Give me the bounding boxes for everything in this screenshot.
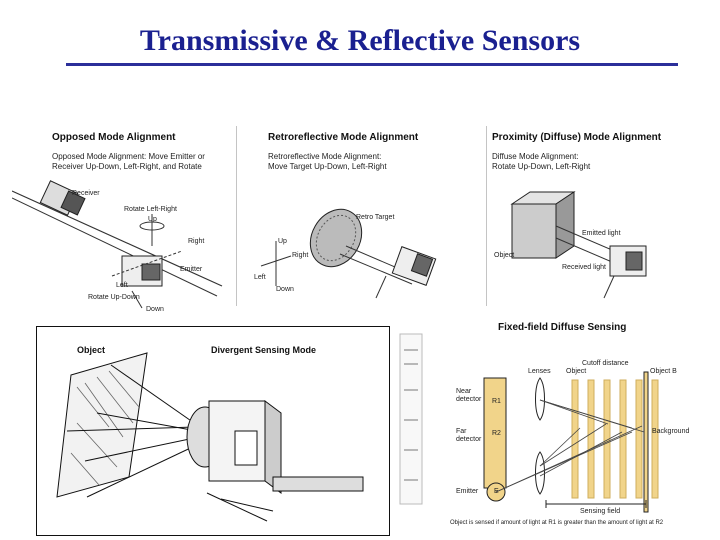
retroreflective-diagram — [236, 126, 437, 306]
fixed-emitter-label: Emitter — [456, 488, 479, 495]
proximity-mode-desc-2: Rotate Up-Down, Left-Right — [492, 162, 591, 171]
r1-label: R1 — [492, 398, 501, 405]
retro-right-label: Right — [292, 252, 309, 259]
retroreflective-panel: Retroreflective Mode Alignment Retrorefl… — [236, 126, 482, 306]
retro-target-label: Retro Target — [356, 214, 395, 221]
divergent-object-label: Object — [77, 345, 106, 355]
fixed-object-top-label: Object — [566, 368, 587, 375]
proximity-object-label: Object — [494, 252, 515, 259]
cutoff-distance-label: Cutoff distance — [582, 360, 629, 367]
retro-mode-desc-1: Retroreflective Mode Alignment: — [268, 152, 382, 161]
proximity-panel: Proximity (Diffuse) Mode Alignment Diffu… — [486, 126, 694, 306]
retro-up-label: Up — [278, 238, 287, 245]
rotate-up-down-label: Rotate Up-Down — [88, 294, 140, 301]
proximity-mode-desc-1: Diffuse Mode Alignment: — [492, 152, 579, 161]
opposed-mode-diagram — [12, 180, 223, 309]
rotate-left-right-label: Rotate Left-Right — [124, 206, 177, 213]
fixed-field-caption: Object is sensed if amount of light at R… — [450, 520, 664, 526]
sensing-field-label: Sensing field — [580, 508, 621, 515]
proximity-diagram — [486, 126, 647, 306]
object-b-label: Object B — [650, 368, 677, 375]
opposed-right-label: Right — [188, 238, 205, 245]
opposed-up-label: Up — [148, 216, 157, 223]
emitted-light-label: Emitted light — [582, 230, 621, 237]
retro-down-label: Down — [276, 286, 294, 293]
opposed-mode-desc-2: Receiver Up-Down, Left-Right, and Rotate — [52, 162, 202, 171]
opposed-mode-title: Opposed Mode Alignment — [52, 132, 176, 143]
emitter-label: Emitter — [180, 266, 203, 273]
rotated-thumbnail-graphic — [399, 333, 423, 505]
rotated-thumbnail — [394, 330, 428, 510]
far-detector-label: detector — [456, 436, 482, 443]
retro-left-label: Left — [254, 274, 266, 281]
fixed-field-title: Fixed-field Diffuse Sensing — [498, 322, 627, 333]
r2-label: R2 — [492, 430, 501, 437]
slide-title: Transmissive & Reflective Sensors — [139, 24, 581, 57]
retro-mode-desc-2: Move Target Up-Down, Left-Right — [268, 162, 387, 171]
opposed-down-label: Down — [146, 306, 164, 313]
near-detector-label: detector — [456, 396, 482, 403]
title-underline — [66, 63, 678, 66]
opposed-mode-desc-1: Opposed Mode Alignment: Move Emitter or — [52, 152, 205, 161]
far-label: Far — [456, 428, 467, 435]
opposed-mode-panel: Opposed Mode Alignment Opposed Mode Alig… — [12, 126, 234, 318]
background-label: Background — [652, 428, 690, 435]
received-light-label: Received light — [562, 264, 606, 271]
opposed-left-label: Left — [116, 282, 128, 289]
fixed-field-diagram — [483, 371, 659, 513]
divergent-diagram — [56, 352, 364, 522]
lenses-label: Lenses — [528, 368, 551, 375]
proximity-mode-title: Proximity (Diffuse) Mode Alignment — [492, 132, 662, 143]
divergent-panel: Object Divergent Sensing Mode — [36, 326, 390, 536]
near-label: Near — [456, 388, 472, 395]
receiver-label: Receiver — [72, 190, 100, 197]
divergent-mode-label: Divergent Sensing Mode — [211, 345, 317, 355]
fixed-field-panel: Fixed-field Diffuse Sensing Object Cutof… — [432, 316, 698, 532]
retro-mode-title: Retroreflective Mode Alignment — [268, 132, 419, 143]
e-label: E — [494, 488, 499, 495]
